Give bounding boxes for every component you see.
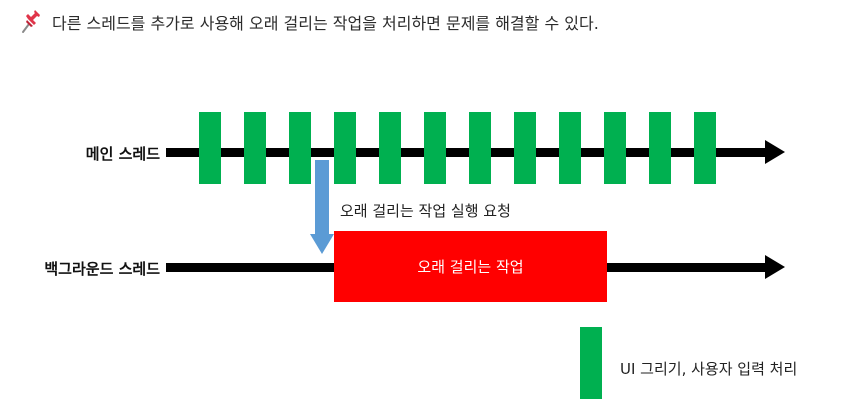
heading: 다른 스레드를 추가로 사용해 오래 걸리는 작업을 처리하면 문제를 해결할 … bbox=[20, 8, 599, 36]
legend-ui-work-label: UI 그리기, 사용자 입력 처리 bbox=[620, 360, 798, 378]
ui-work-block bbox=[379, 112, 401, 184]
long-task-box: 오래 걸리는 작업 bbox=[334, 231, 607, 302]
request-arrowhead bbox=[310, 234, 334, 254]
request-label: 오래 걸리는 작업 실행 요청 bbox=[340, 202, 511, 220]
ui-work-block bbox=[649, 112, 671, 184]
ui-work-block bbox=[244, 112, 266, 184]
main-thread-arrowhead bbox=[765, 140, 785, 164]
pushpin-icon bbox=[22, 10, 40, 33]
background-thread-arrowhead bbox=[765, 255, 785, 279]
ui-work-block bbox=[604, 112, 626, 184]
request-arrow bbox=[315, 160, 329, 236]
ui-work-block bbox=[469, 112, 491, 184]
ui-work-block bbox=[559, 112, 581, 184]
main-thread-label: 메인 스레드 bbox=[85, 145, 160, 163]
background-thread-label: 백그라운드 스레드 bbox=[44, 260, 160, 278]
main-thread-timeline bbox=[166, 148, 766, 157]
long-task-label: 오래 걸리는 작업 bbox=[417, 258, 524, 276]
ui-work-block bbox=[424, 112, 446, 184]
ui-work-block bbox=[694, 112, 716, 184]
ui-work-block bbox=[289, 112, 311, 184]
ui-work-block bbox=[334, 112, 356, 184]
ui-work-block bbox=[514, 112, 536, 184]
ui-work-block bbox=[199, 112, 221, 184]
heading-text: 다른 스레드를 추가로 사용해 오래 걸리는 작업을 처리하면 문제를 해결할 … bbox=[52, 14, 599, 33]
legend-ui-work-swatch bbox=[580, 327, 602, 399]
